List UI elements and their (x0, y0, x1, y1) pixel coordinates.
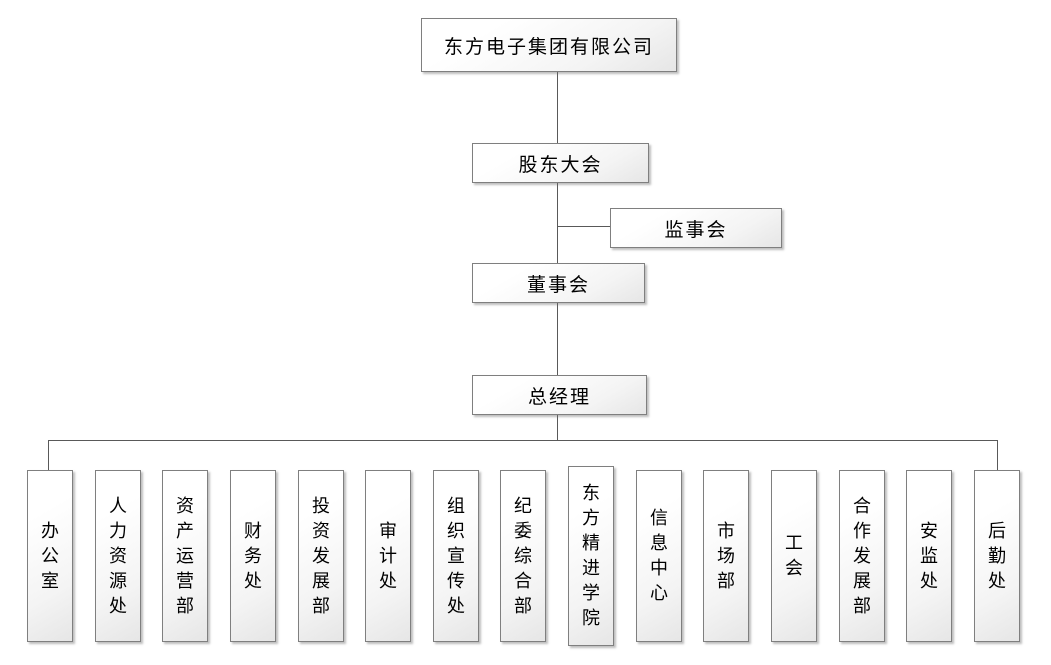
org-node-department: 审 计 处 (365, 470, 411, 642)
org-node-department: 合 作 发 展 部 (839, 470, 885, 642)
connector-departments-bus (48, 440, 998, 441)
department-label: 东 方 精 进 学 院 (582, 483, 600, 629)
shareholders-meeting-label: 股东大会 (518, 153, 603, 176)
company-label: 东方电子集团有限公司 (443, 35, 654, 58)
org-node-board-of-directors: 董事会 (472, 263, 645, 303)
department-label: 组 织 宣 传 处 (447, 495, 465, 617)
org-node-department: 办 公 室 (27, 470, 73, 642)
supervisory-board-label: 监事会 (664, 218, 728, 241)
connector-gm-to-bus (557, 415, 558, 440)
org-node-department: 东 方 精 进 学 院 (568, 466, 614, 646)
connector-bus-drop-right (997, 440, 998, 470)
connector-board-to-gm (557, 303, 558, 375)
connector-root-to-shareholders (557, 72, 558, 143)
department-label: 后 勤 处 (988, 520, 1006, 592)
department-label: 信 息 中 心 (650, 508, 668, 604)
board-of-directors-label: 董事会 (526, 273, 590, 296)
org-node-department: 投 资 发 展 部 (298, 470, 344, 642)
org-node-department: 纪 委 综 合 部 (500, 470, 546, 642)
department-label: 投 资 发 展 部 (312, 495, 330, 617)
connector-shareholders-to-board (557, 183, 558, 263)
department-label: 合 作 发 展 部 (853, 495, 871, 617)
department-label: 财 务 处 (244, 520, 262, 592)
org-node-department: 后 勤 处 (974, 470, 1020, 642)
org-node-department: 工 会 (771, 470, 817, 642)
org-node-department: 安 监 处 (906, 470, 952, 642)
org-node-department: 组 织 宣 传 处 (433, 470, 479, 642)
department-label: 工 会 (785, 533, 803, 579)
org-node-department: 财 务 处 (230, 470, 276, 642)
general-manager-label: 总经理 (527, 385, 591, 408)
department-label: 安 监 处 (920, 520, 938, 592)
department-label: 人 力 资 源 处 (109, 495, 127, 617)
org-node-department: 人 力 资 源 处 (95, 470, 141, 642)
org-node-department: 信 息 中 心 (636, 470, 682, 642)
org-node-shareholders-meeting: 股东大会 (472, 143, 649, 183)
org-node-department: 资 产 运 营 部 (162, 470, 208, 642)
connector-branch-to-supervisory (558, 226, 610, 227)
department-label: 办 公 室 (41, 520, 59, 592)
department-label: 纪 委 综 合 部 (514, 495, 532, 617)
department-label: 市 场 部 (717, 520, 735, 592)
org-node-general-manager: 总经理 (472, 375, 647, 415)
connector-bus-drop-left (48, 440, 49, 470)
department-label: 审 计 处 (379, 520, 397, 592)
org-node-department: 市 场 部 (703, 470, 749, 642)
department-label: 资 产 运 营 部 (176, 495, 194, 617)
org-node-supervisory-board: 监事会 (610, 208, 782, 248)
org-node-company: 东方电子集团有限公司 (421, 18, 677, 72)
